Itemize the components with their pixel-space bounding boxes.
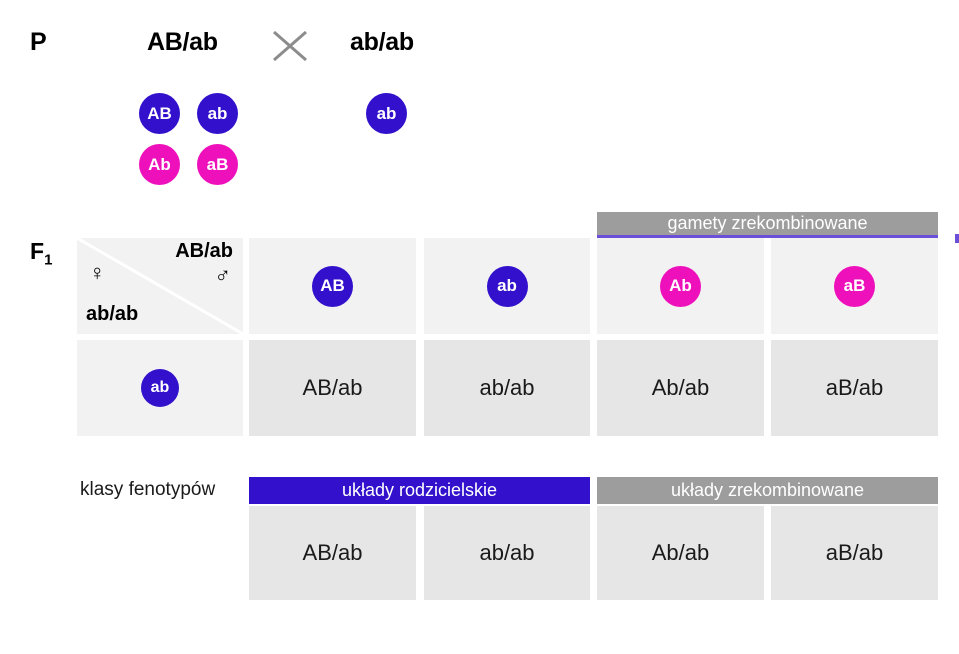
punnett-header-cell-1: AB	[249, 238, 416, 334]
offspring-genotype: ab/ab	[479, 375, 535, 400]
f1-letter: F	[30, 238, 45, 264]
phenotype-cell-2: ab/ab	[424, 506, 590, 600]
p-gamete-circle-ab-lower: ab	[197, 93, 238, 134]
male-parent-genotype: AB/ab	[175, 240, 233, 262]
p-gamete-circle-parent2-ab: ab	[366, 93, 407, 134]
gamete-circle-Ab: Ab	[660, 265, 701, 307]
phenotype-cell-4: aB/ab	[771, 506, 938, 600]
p-gamete-circle-aB: aB	[197, 144, 238, 185]
right-edge-accent-sliver	[955, 234, 959, 243]
p-parent1-genotype: AB/ab	[147, 28, 218, 56]
gamete-circle-ab: ab	[486, 265, 528, 307]
phenotype-genotype: AB/ab	[302, 540, 363, 565]
phenotype-classes-label: klasy fenotypów	[80, 479, 216, 500]
gamete-circle-aB: aB	[834, 265, 875, 307]
phenotype-genotype: ab/ab	[479, 540, 535, 565]
female-symbol-icon: ♀	[89, 260, 106, 285]
offspring-genotype: aB/ab	[825, 375, 884, 400]
gamete-circle-AB: AB	[312, 265, 353, 307]
male-symbol-icon: ♂	[214, 262, 232, 287]
punnett-offspring-cell-1: AB/ab	[249, 340, 416, 436]
cross-x-icon	[268, 26, 312, 66]
p-gamete-circle-Ab: Ab	[139, 144, 180, 185]
phenotype-genotype: aB/ab	[825, 540, 884, 565]
gamete-circle-female-ab: ab	[141, 369, 179, 407]
p-generation-label: P	[30, 28, 47, 56]
offspring-genotype: Ab/ab	[651, 375, 710, 400]
punnett-header-cell-2: ab	[424, 238, 590, 334]
recombinant-arrangements-banner: układy zrekombinowane	[597, 477, 938, 504]
phenotype-cell-3: Ab/ab	[597, 506, 764, 600]
punnett-offspring-cell-4: aB/ab	[771, 340, 938, 436]
female-parent-genotype: ab/ab	[86, 303, 139, 325]
offspring-genotype: AB/ab	[302, 375, 363, 400]
recombined-gametes-banner: gamety zrekombinowane	[597, 212, 938, 238]
p-gamete-circle-ab-upper: AB	[139, 93, 180, 134]
p-parent2-genotype: ab/ab	[350, 28, 414, 56]
punnett-header-cell-4: aB	[771, 238, 938, 334]
f1-generation-label: F1	[30, 238, 52, 269]
punnett-offspring-cell-2: ab/ab	[424, 340, 590, 436]
punnett-row-header-cell: ab	[77, 340, 243, 436]
f1-subscript: 1	[44, 251, 53, 269]
phenotype-cell-1: AB/ab	[249, 506, 416, 600]
parental-arrangements-banner: układy rodzicielskie	[249, 477, 590, 504]
punnett-header-cell-3: Ab	[597, 238, 764, 334]
punnett-corner-cell: AB/ab ♂ ♀ ab/ab	[77, 238, 243, 334]
punnett-offspring-cell-3: Ab/ab	[597, 340, 764, 436]
phenotype-genotype: Ab/ab	[651, 540, 710, 565]
